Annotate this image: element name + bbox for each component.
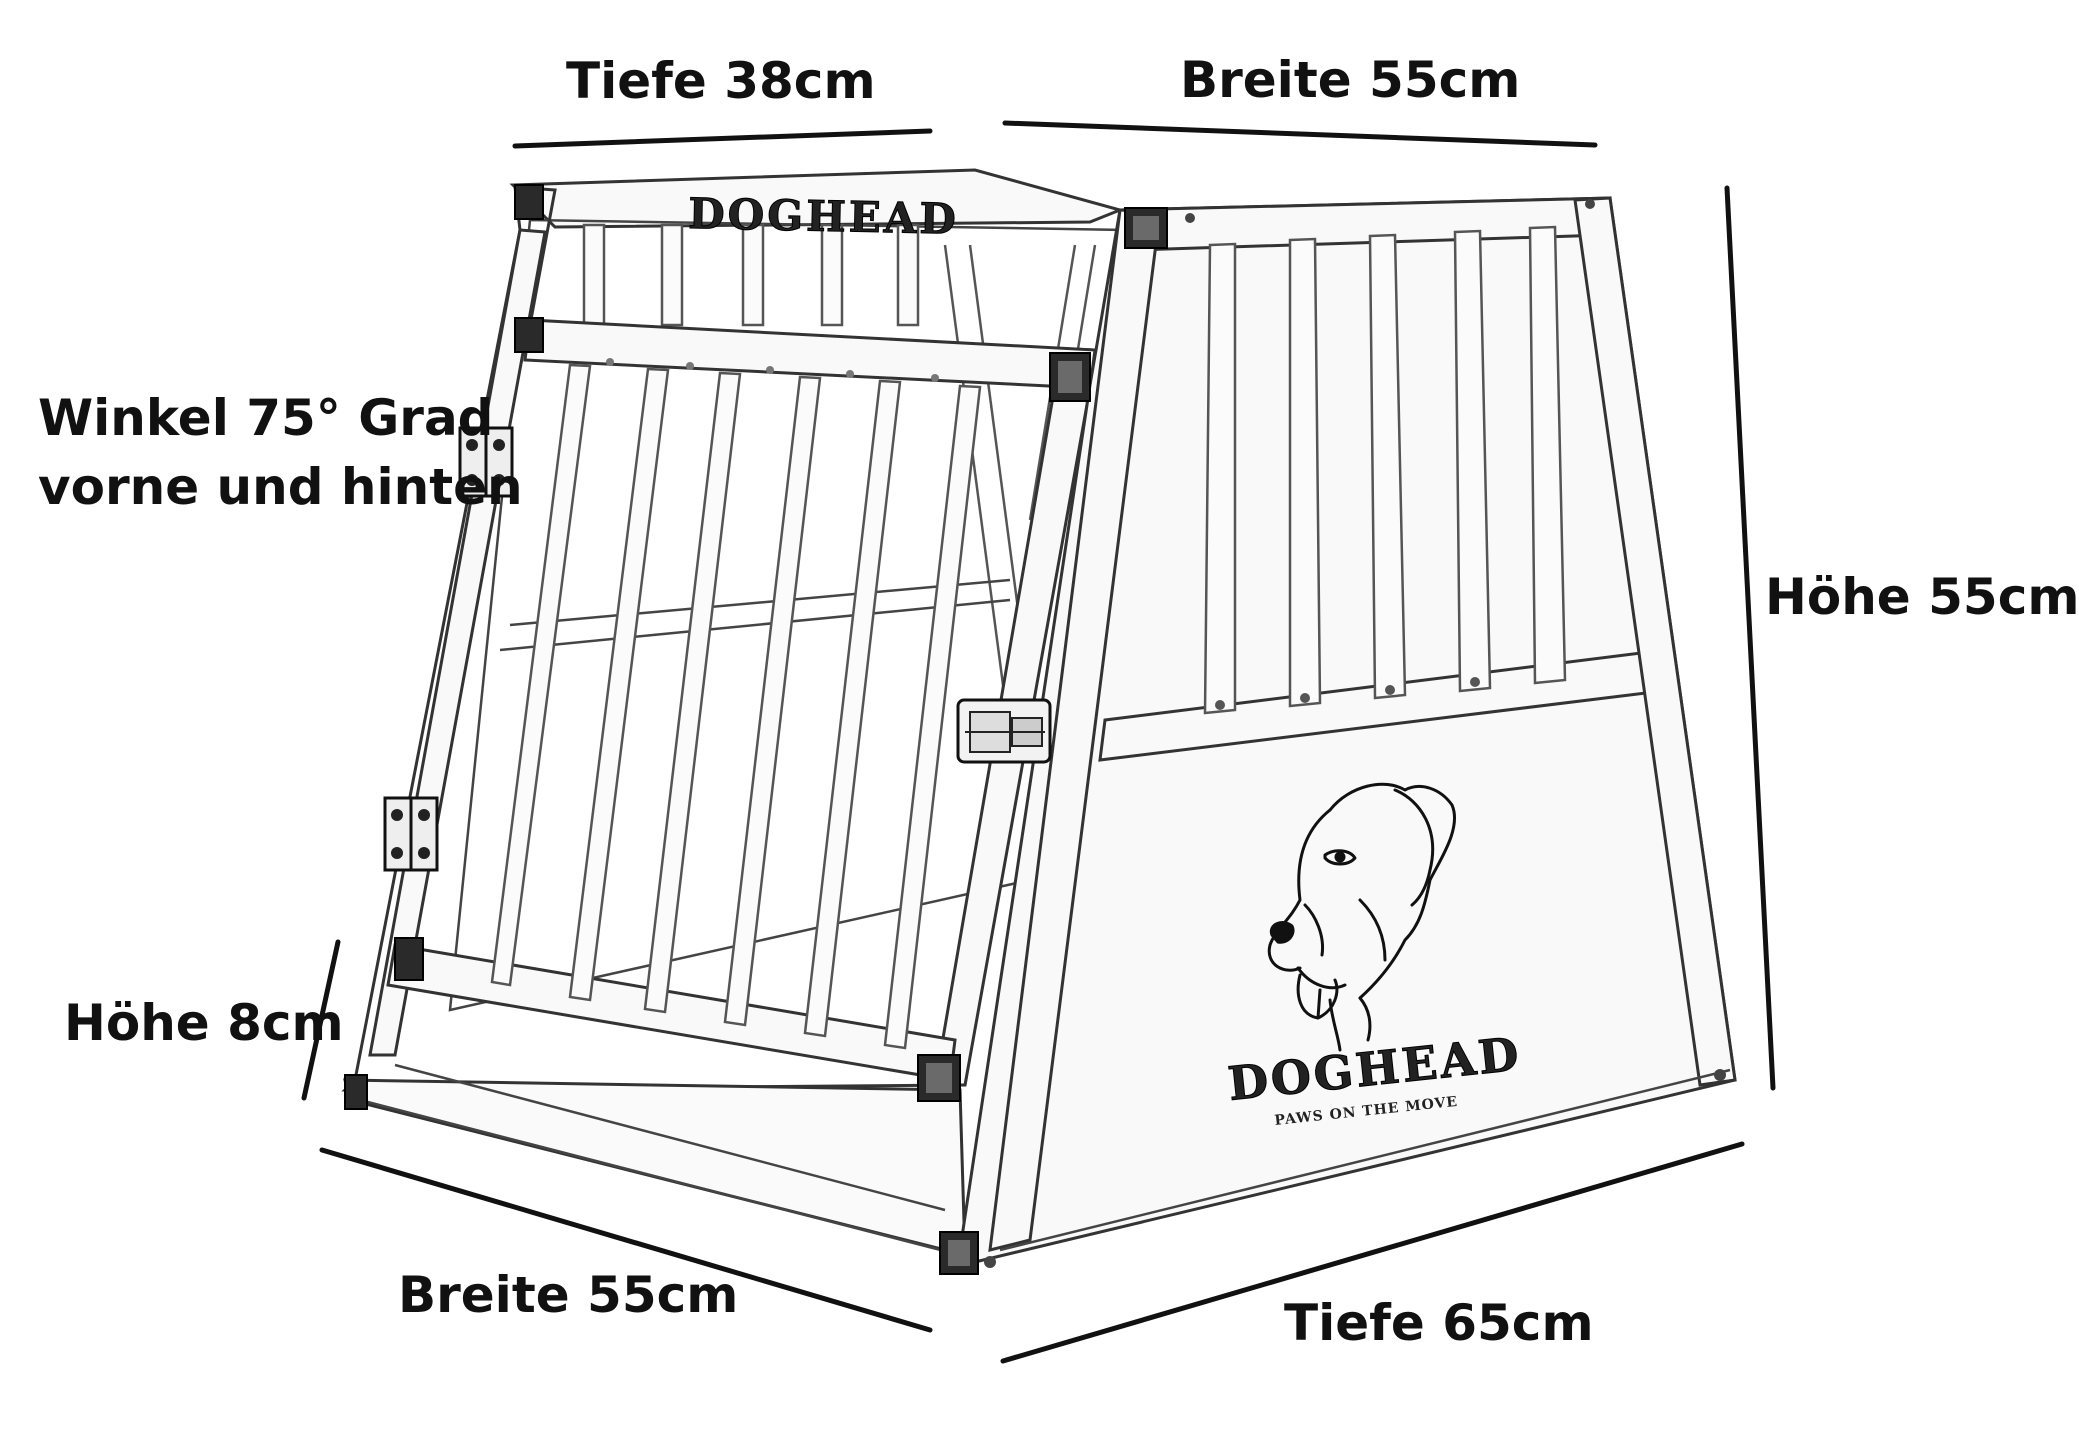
crate-side-wall <box>958 196 1737 1268</box>
crate-front-door <box>341 185 1097 1092</box>
dimension-line-bottom-width <box>319 1147 933 1333</box>
top-logo: DOGHEAD <box>688 189 960 244</box>
label-sill-height: Höhe 8cm <box>64 994 344 1052</box>
dimension-line-top-depth <box>512 128 933 149</box>
crate-corner-caps <box>344 184 1168 1275</box>
label-height: Höhe 55cm <box>1765 568 2079 626</box>
hinge-icon <box>383 796 439 872</box>
label-angle-line1: Winkel 75° Grad <box>38 389 494 447</box>
dimension-line-height <box>1724 185 1776 1091</box>
dimension-line-sill-height <box>301 939 341 1101</box>
label-top-depth: Tiefe 38cm <box>566 52 876 110</box>
dimension-line-top-width <box>1002 120 1598 148</box>
crate-top-bars <box>582 223 920 327</box>
dimension-line-bottom-depth <box>1000 1141 1745 1364</box>
label-angle-line2: vorne und hinten <box>38 458 523 516</box>
label-bottom-width: Breite 55cm <box>398 1266 739 1324</box>
latch-icon <box>956 698 1052 764</box>
label-top-width: Breite 55cm <box>1180 51 1521 109</box>
label-bottom-depth: Tiefe 65cm <box>1284 1294 1594 1352</box>
dog-head-icon <box>1267 782 1457 1052</box>
crate-floor <box>343 1063 967 1257</box>
hinge-icon <box>458 426 514 498</box>
